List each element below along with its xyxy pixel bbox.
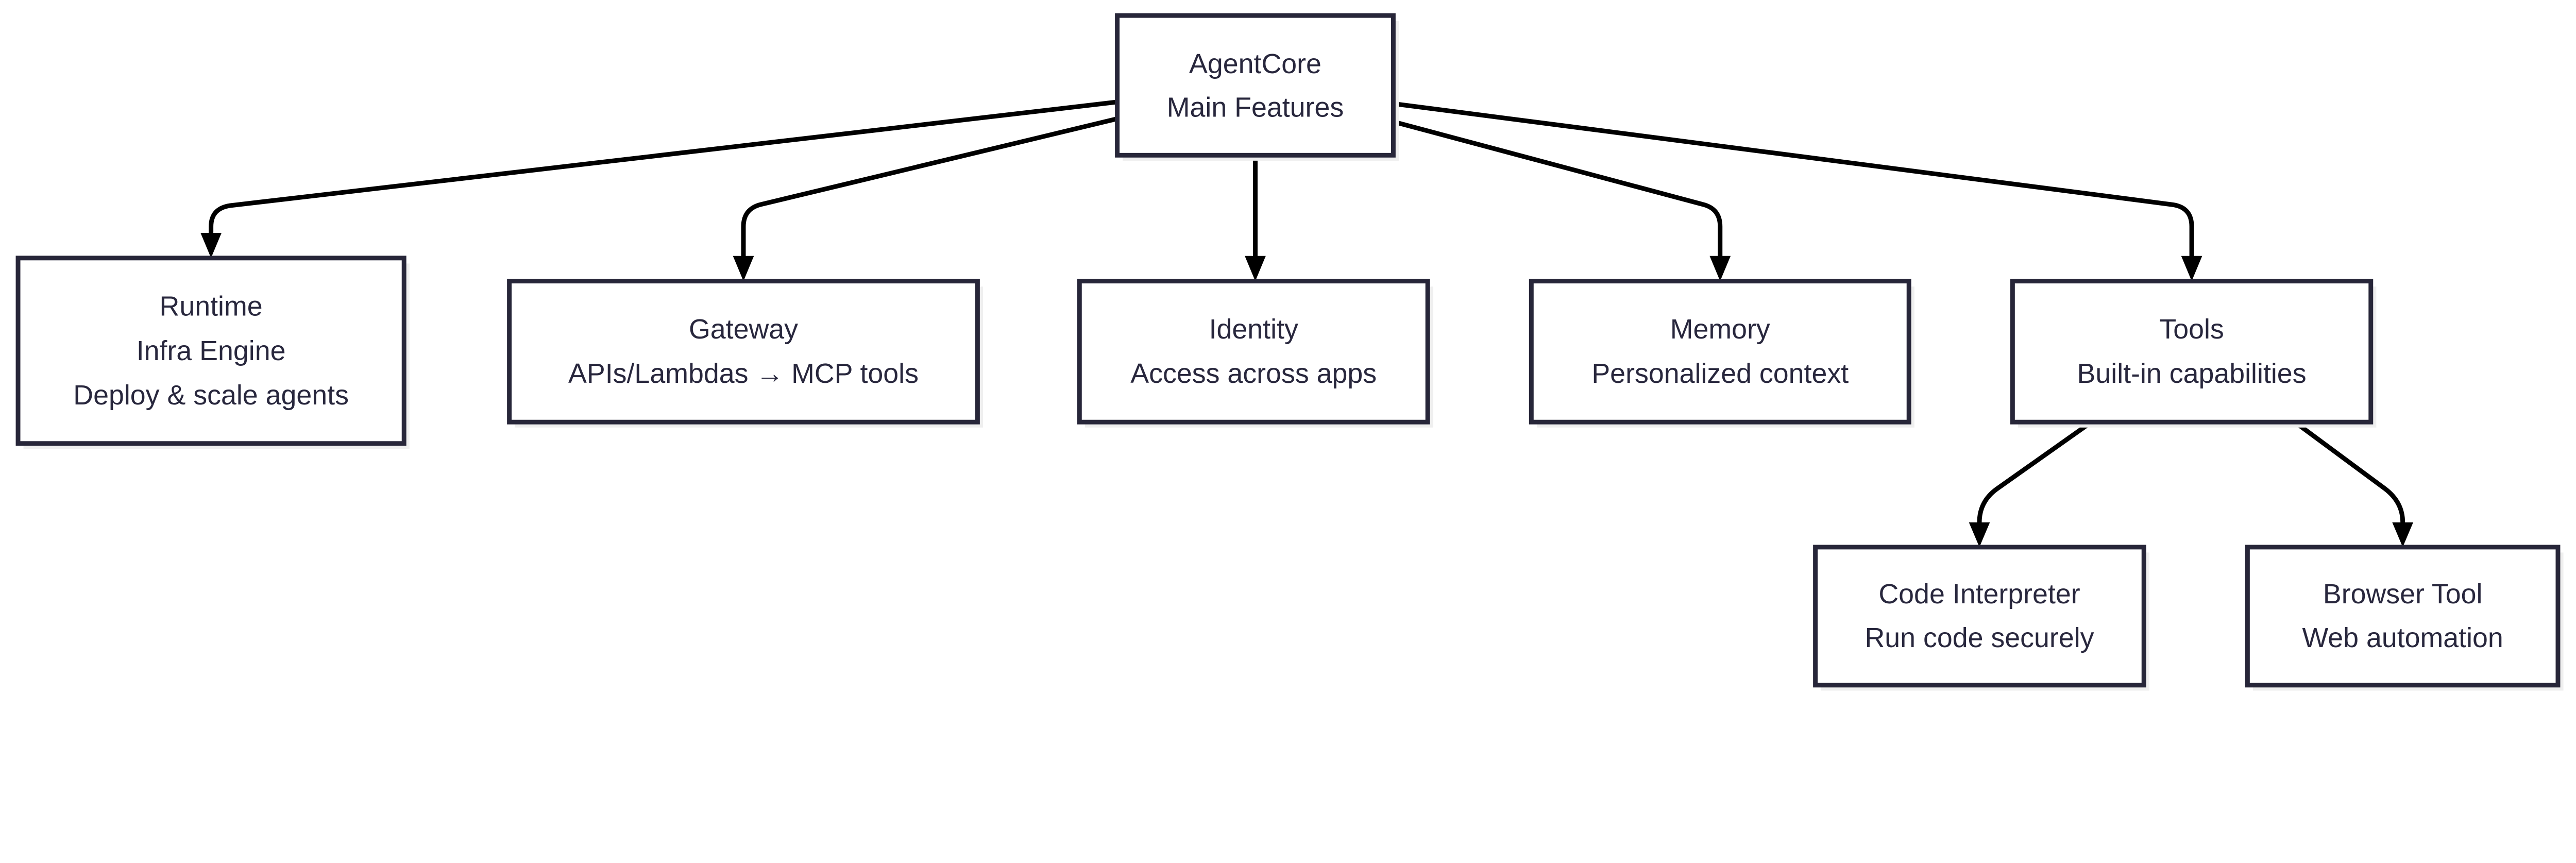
node-memory[interactable]: Memory Personalized context	[1529, 279, 1914, 428]
arrowhead-memory	[1709, 256, 1731, 281]
node-identity[interactable]: Identity Access across apps	[1077, 279, 1433, 428]
agentcore-diagram: AgentCore Main Features Runtime Infra En…	[15, 13, 2564, 691]
edge-root-to-tools	[1393, 101, 2194, 258]
node-label: APIs/Lambdas → MCP tools	[568, 358, 919, 389]
edge-root-to-runtime	[209, 99, 1118, 235]
node-label: Gateway	[689, 314, 798, 345]
node-label: Run code securely	[1865, 622, 2094, 653]
node-agentcore-main-features[interactable]: AgentCore Main Features	[1115, 13, 1399, 161]
arrowhead-browser-tool	[2392, 522, 2414, 547]
node-label: Code Interpreter	[1878, 579, 2080, 610]
arrowhead-code-interpreter	[1969, 522, 1990, 547]
edge-tools-to-browser-tool	[2293, 420, 2405, 524]
edge-root-to-memory	[1393, 119, 1723, 258]
node-label: Main Features	[1167, 92, 1344, 123]
node-label: Identity	[1209, 314, 1298, 345]
arrowhead-runtime	[200, 232, 222, 258]
node-label: Web automation	[2302, 622, 2503, 653]
node-label: Built-in capabilities	[2077, 358, 2307, 389]
node-label: AgentCore	[1189, 48, 1321, 79]
node-browser-tool[interactable]: Browser Tool Web automation	[2245, 545, 2564, 691]
arrowhead-identity	[1245, 256, 1266, 281]
edges	[200, 99, 2414, 547]
arrowhead-gateway	[733, 256, 754, 281]
node-label: Personalized context	[1591, 358, 1849, 389]
node-label: Runtime	[160, 291, 263, 321]
node-code-interpreter[interactable]: Code Interpreter Run code securely	[1813, 545, 2149, 691]
node-label: Browser Tool	[2323, 579, 2483, 610]
node-label: Access across apps	[1130, 358, 1377, 389]
node-runtime[interactable]: Runtime Infra Engine Deploy & scale agen…	[15, 256, 410, 449]
arrowhead-tools	[2181, 256, 2202, 281]
node-label: Tools	[2159, 314, 2224, 345]
edge-tools-to-code-interpreter	[1977, 420, 2093, 524]
node-label: Memory	[1670, 314, 1770, 345]
node-label: Deploy & scale agents	[73, 380, 349, 411]
node-tools[interactable]: Tools Built-in capabilities	[2010, 279, 2377, 428]
node-label: Infra Engine	[137, 335, 286, 366]
edge-root-to-gateway	[741, 116, 1118, 258]
node-gateway[interactable]: Gateway APIs/Lambdas → MCP tools	[507, 279, 983, 428]
